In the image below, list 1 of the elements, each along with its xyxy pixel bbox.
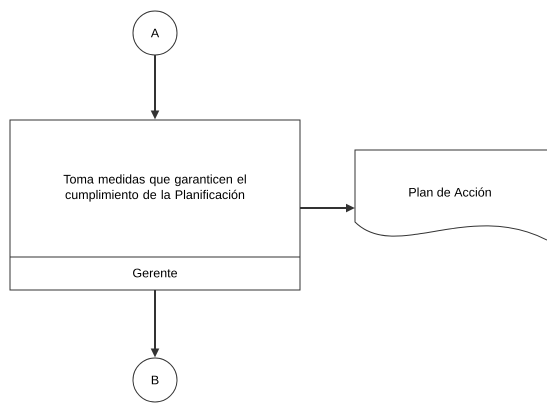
process-box: Toma medidas que garanticen el cumplimiento de la Planificación Gerente [10,120,300,290]
